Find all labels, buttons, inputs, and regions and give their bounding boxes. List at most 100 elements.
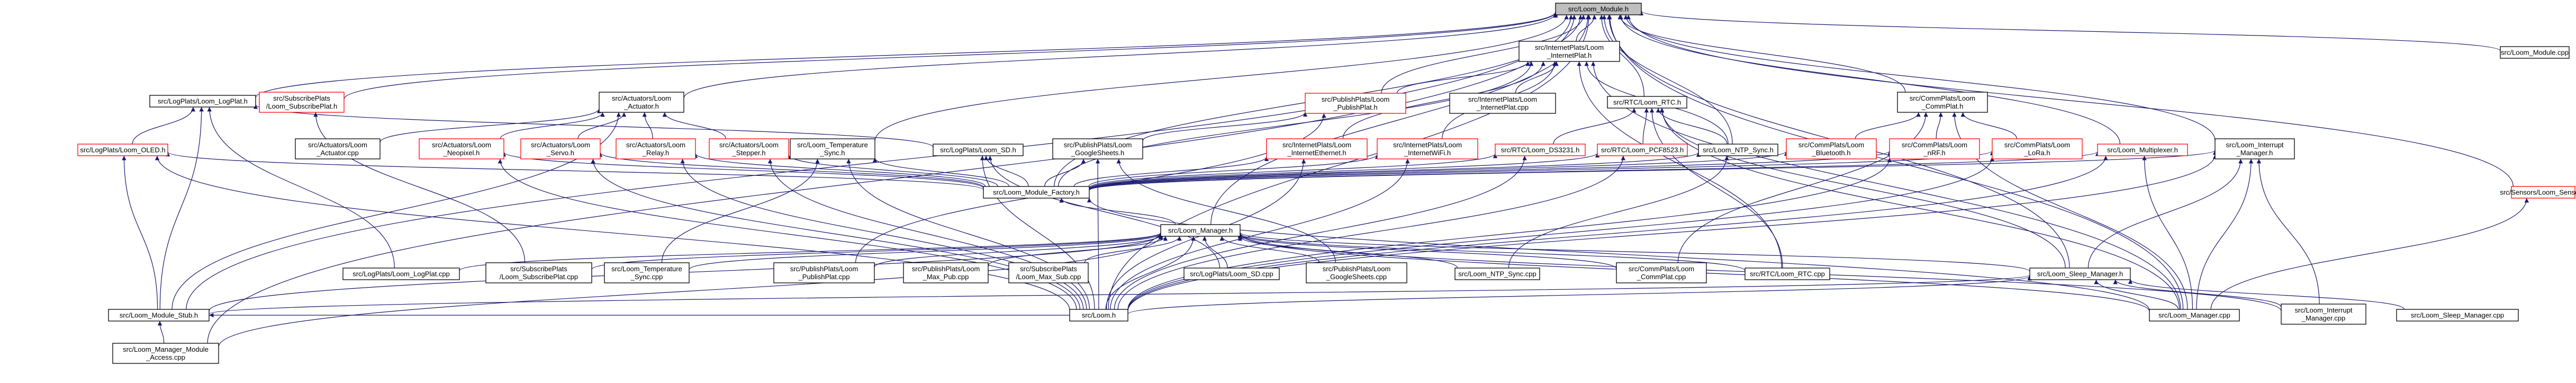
node-neopixel-h[interactable]: src/Actuators/Loom_Neopixel.h (419, 138, 504, 159)
edge-logplat_cpp-to-logplat_h (207, 106, 395, 269)
edge-factory_h-to-internet_h (1058, 61, 1534, 187)
edge-tempsync_cpp-to-manager_h (689, 233, 1163, 270)
node-access-cpp[interactable]: src/Loom_Manager_Module_Access.cpp (112, 343, 219, 364)
node-ntpsync-h[interactable]: src/Loom_NTP_Sync.h (1698, 144, 1778, 156)
edge-sensor_h-to-root (1626, 14, 2514, 187)
edge-access_cpp-to-stub_h (157, 320, 165, 344)
node-ntpsync-cpp[interactable]: src/Loom_NTP_Sync.cpp (1454, 268, 1540, 280)
node-box (2396, 309, 2519, 322)
edge-rtc_cpp-to-internet_h (1577, 61, 1782, 269)
node-internet-h[interactable]: src/InternetPlats/Loom_InternetPlat.h (1519, 41, 1620, 62)
node-root[interactable]: src/Loom_Module.h (1555, 3, 1642, 15)
node-commplat-cpp[interactable]: src/CommPlats/Loom_CommPlat.cpp (1616, 262, 1707, 283)
node-servo-h[interactable]: src/Actuators/Loom_Servo.h (520, 138, 601, 159)
node-manager-h[interactable]: src/Loom_Manager.h (1160, 224, 1241, 237)
node-gsheets-cpp[interactable]: src/PublishPlats/Loom_GoogleSheets.cpp (1306, 262, 1407, 283)
node-subplat-h[interactable]: src/SubscribePlats/Loom_SubscribePlat.h (259, 92, 345, 113)
node-rtc-h[interactable]: src/RTC/Loom_RTC.h (1607, 96, 1687, 109)
node-rf-h[interactable]: src/CommPlats/Loom_nRF.h (1889, 138, 1980, 159)
node-label: src/CommPlats/Loom (1902, 141, 1967, 149)
edge-sleep_h-to-interrupt_h (2087, 158, 2243, 269)
node-module-cpp[interactable]: src/Loom_Module.cpp (2500, 46, 2570, 59)
node-label: src/LogPlats/Loom_OLED.h (80, 146, 165, 154)
node-box (2500, 46, 2570, 59)
node-logplat-h[interactable]: src/LogPlats/Loom_LogPlat.h (149, 95, 256, 108)
edge-loom_h-to-lora_h (1127, 157, 1995, 310)
node-box (2097, 144, 2188, 156)
node-lora-h[interactable]: src/CommPlats/Loom_LoRa.h (1992, 138, 2083, 159)
node-mux-h[interactable]: src/Loom_Multiplexer.h (2097, 144, 2188, 156)
edge-gsheets_h-to-publish_h (1142, 112, 1308, 141)
node-label: src/InternetPlats/Loom (1535, 43, 1604, 51)
node-label: /Loom_SubscribePlat.h (266, 102, 337, 110)
edge-loom_h-to-sd_h (980, 155, 1095, 310)
node-commplat-h[interactable]: src/CommPlats/Loom_CommPlat.h (1897, 92, 1988, 113)
edge-publish_h-to-internet_h (1396, 61, 1530, 94)
node-label: _LoRa.h (2023, 149, 2050, 157)
node-relay-h[interactable]: src/Actuators/Loom_Relay.h (616, 138, 696, 159)
node-label: src/Loom_Interrupt (2226, 141, 2283, 149)
node-internet-cpp[interactable]: src/InternetPlats/Loom_InternetPlat.cpp (1449, 93, 1556, 114)
node-wifi-h[interactable]: src/InternetPlats/Loom_InternetWiFi.h (1377, 138, 1478, 159)
node-label: src/Loom_Temperature (611, 265, 682, 273)
node-interrupt-h[interactable]: src/Loom_Interrupt_Manager.h (2215, 138, 2295, 159)
node-tempsync-cpp[interactable]: src/Loom_Temperature_Sync.cpp (604, 262, 690, 283)
edge-module_cpp-to-root (1639, 11, 2501, 51)
node-act-cpp[interactable]: src/Actuators/Loom_Actuator.cpp (295, 138, 381, 159)
node-box (2511, 186, 2575, 199)
node-label: src/Loom_Interrupt (2294, 306, 2352, 314)
node-manager-cpp[interactable]: src/Loom_Manager.cpp (2149, 309, 2240, 322)
edge-loom_h-to-sleep_h (1127, 275, 2032, 315)
node-gsheets-h[interactable]: src/PublishPlats/Loom_GoogleSheets.h (1052, 138, 1143, 159)
edge-factory_h-to-wifi_h (1088, 154, 1380, 187)
node-loom-h[interactable]: src/Loom.h (1069, 309, 1128, 322)
node-maxsub-cpp[interactable]: src/SubscribePlats/Loom_Max_Sub.cpp (1008, 262, 1089, 283)
node-box (1745, 268, 1830, 280)
node-label: _CommPlat.h (1921, 102, 1964, 110)
node-sd-cpp[interactable]: src/LogPlats/Loom_SD.cpp (1183, 268, 1280, 280)
edge-internet_cpp-to-internet_h (1515, 61, 1559, 94)
edge-stepper_h-to-actuator_h (662, 112, 726, 139)
edge-factory_h-to-sd_h (983, 155, 1029, 187)
node-label: src/Actuators/Loom (612, 94, 671, 102)
node-label: src/LogPlats/Loom_SD.cpp (1190, 270, 1273, 278)
node-sd-h[interactable]: src/LogPlats/Loom_SD.h (933, 144, 1024, 156)
node-label: _PublishPlat.h (1333, 103, 1377, 111)
node-stepper-h[interactable]: src/Actuators/Loom_Stepper.h (709, 138, 789, 159)
edge-manager_cpp-to-mux_h (2142, 155, 2193, 310)
edge-gsheets_cpp-to-manager_h (1219, 236, 1320, 263)
node-sleep-h[interactable]: src/Loom_Sleep_Manager.h (2029, 268, 2131, 280)
node-label: src/Loom_Manager.h (1168, 227, 1233, 235)
node-ethernet-h[interactable]: src/InternetPlats/Loom_InternetEthernet.… (1266, 138, 1368, 159)
edge-factory_h-to-oled_h (166, 152, 984, 190)
node-publish-h[interactable]: src/PublishPlats/Loom_PublishPlat.h (1305, 93, 1406, 114)
node-subplat-cpp[interactable]: src/SubscribePlats/Loom_SubscribePlat.cp… (485, 262, 592, 283)
node-label: src/CommPlats/Loom (1910, 94, 1975, 102)
node-box (933, 144, 1024, 156)
node-pcf8523-h[interactable]: src/RTC/Loom_PCF8523.h (1597, 144, 1688, 156)
node-ds3231-h[interactable]: src/RTC/Loom_DS3231.h (1495, 144, 1586, 156)
edge-rtc_cpp-to-manager_h (1238, 233, 1746, 271)
node-logplat-cpp[interactable]: src/LogPlats/Loom_LogPlat.cpp (342, 268, 460, 280)
node-oled-h[interactable]: src/LogPlats/Loom_OLED.h (77, 144, 168, 156)
node-maxpub-cpp[interactable]: src/PublishPlats/Loom_Max_Pub.cpp (903, 262, 989, 283)
node-label: src/RTC/Loom_RTC.h (1613, 99, 1681, 106)
node-label: _GoogleSheets.h (1071, 149, 1124, 157)
node-sensor-h[interactable]: src/Sensors/Loom_Sensor.h (2500, 186, 2576, 199)
node-bluetooth-h[interactable]: src/CommPlats/Loom_Bluetooth.h (1786, 138, 1877, 159)
node-rtc-cpp[interactable]: src/RTC/Loom_RTC.cpp (1745, 268, 1830, 280)
node-publish-cpp[interactable]: src/PublishPlats/Loom_PublishPlat.cpp (773, 262, 875, 283)
node-interrupt-cpp[interactable]: src/Loom_Interrupt_Manager.cpp (2281, 304, 2366, 325)
node-stub-h[interactable]: src/Loom_Module_Stub.h (108, 309, 210, 322)
node-box (709, 138, 789, 159)
node-sleep-cpp[interactable]: src/Loom_Sleep_Manager.cpp (2396, 309, 2519, 322)
edge-actuator_h-to-root (683, 13, 1558, 99)
node-tempsync-h[interactable]: src/Loom_Temperature_Sync.h (790, 138, 875, 159)
node-factory-h[interactable]: src/Loom_Module_Factory.h (983, 186, 1090, 199)
edge-sd_h-to-logplat_h (254, 104, 934, 148)
node-actuator-h[interactable]: src/Actuators/Loom_Actuator.h (599, 92, 684, 113)
node-label: _GoogleSheets.cpp (1326, 273, 1387, 281)
edge-factory_h-to-tempsync_h (872, 157, 1009, 187)
node-label: src/LogPlats/Loom_SD.h (940, 146, 1016, 154)
